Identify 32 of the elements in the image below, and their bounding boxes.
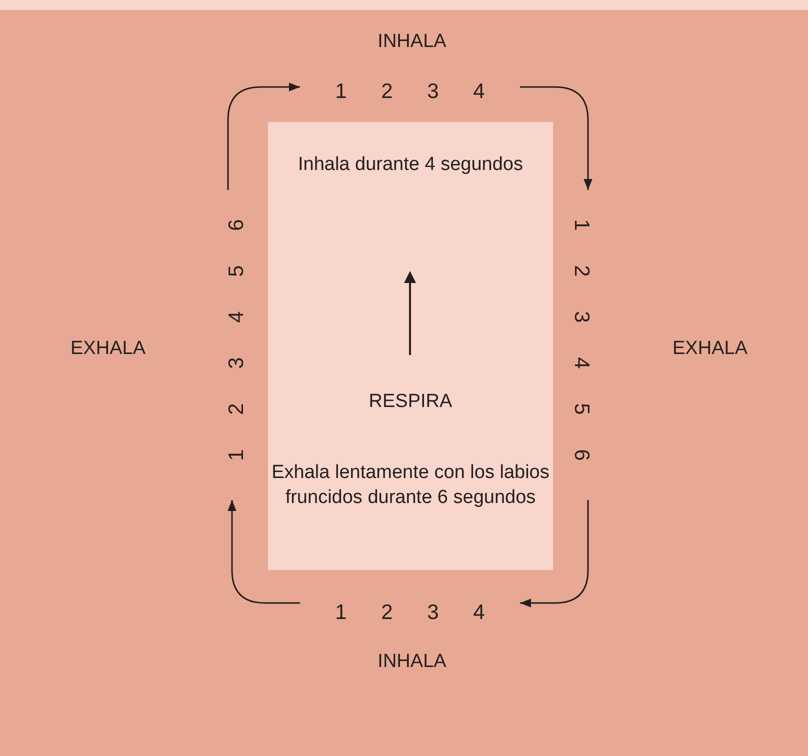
- count-number: 2: [380, 80, 394, 104]
- count-number: 2: [380, 601, 394, 625]
- count-number: 4: [472, 80, 486, 104]
- arrow: [228, 500, 300, 604]
- count-number: 4: [472, 601, 486, 625]
- count-number: 1: [569, 218, 593, 233]
- count-number: 3: [225, 356, 249, 371]
- phase-label: EXHALA: [70, 338, 146, 360]
- count-number: 4: [225, 310, 249, 325]
- count-number: 5: [569, 402, 593, 417]
- instruction-text: Inhala durante 4 segundos: [296, 153, 524, 177]
- phase-label: EXHALA: [672, 338, 748, 360]
- center-label: RESPIRA: [368, 390, 454, 414]
- phase-label: INHALA: [378, 651, 446, 673]
- count-number: 1: [334, 601, 348, 625]
- instruction-text: Exhala lentamente con los labios fruncidos durante 6 segundos: [270, 461, 550, 510]
- count-number: 2: [569, 264, 593, 279]
- arrow: [520, 500, 589, 608]
- phase-label: INHALA: [378, 31, 446, 53]
- count-number: 6: [569, 448, 593, 463]
- count-number: 3: [426, 601, 440, 625]
- count-number: 3: [426, 80, 440, 104]
- count-number: 2: [225, 402, 249, 417]
- count-number: 6: [225, 218, 249, 233]
- count-number: 3: [569, 310, 593, 325]
- count-number: 1: [225, 448, 249, 463]
- instruction-panel: [268, 122, 553, 570]
- arrow: [227, 82, 300, 190]
- count-number: 1: [334, 80, 348, 104]
- count-number: 4: [569, 356, 593, 371]
- arrow: [520, 86, 592, 190]
- count-number: 5: [225, 264, 249, 279]
